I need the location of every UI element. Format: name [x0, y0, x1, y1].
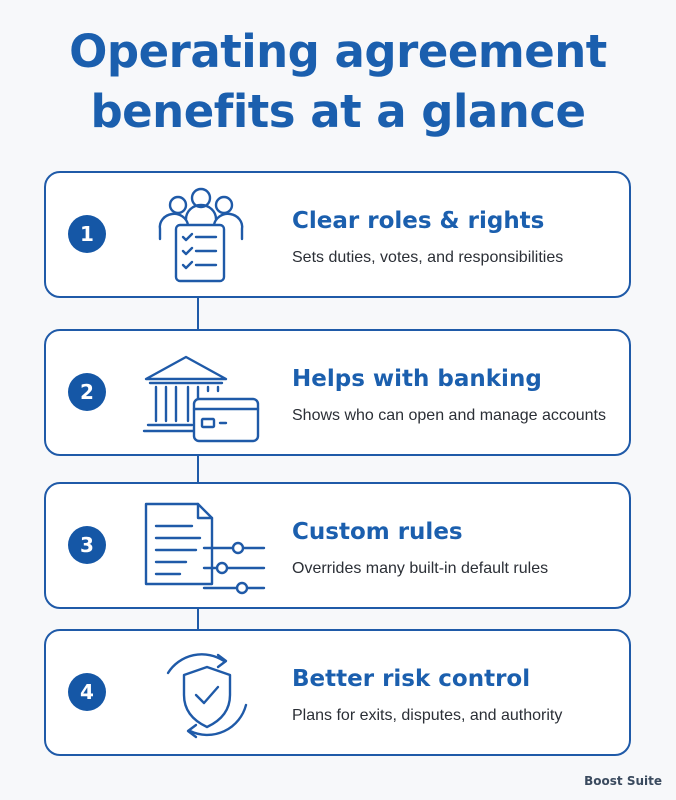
- benefit-card-1: 1 Clear roles & rights Sets duties, vote…: [44, 171, 631, 298]
- shield-check-icon: [138, 641, 278, 746]
- card-description: Sets duties, votes, and responsibilities: [292, 249, 564, 266]
- card-description: Shows who can open and manage accounts: [292, 407, 606, 424]
- benefit-card-4: 4 Better risk control Plans for exits, d…: [44, 629, 631, 756]
- step-number-badge: 3: [68, 526, 106, 564]
- page-title-line-2: benefits at a glance: [90, 85, 586, 138]
- connector-line: [197, 454, 199, 485]
- bank-card-icon: [138, 341, 278, 446]
- benefit-card-3: 3 Custom rules Overrides many built-in d…: [44, 482, 631, 609]
- page-title-line-1: Operating agreement: [69, 25, 607, 78]
- brand-watermark: Boost Suite: [584, 774, 662, 788]
- document-sliders-icon: [138, 494, 278, 599]
- page-title: Operating agreement benefits at a glance: [0, 22, 676, 142]
- connector-line: [197, 298, 199, 331]
- step-number-badge: 4: [68, 673, 106, 711]
- benefit-card-2: 2 Helps with banking Shows who can open …: [44, 329, 631, 456]
- connector-line: [197, 607, 199, 631]
- card-description: Plans for exits, disputes, and authority: [292, 707, 563, 724]
- card-title: Helps with banking: [292, 366, 542, 392]
- people-checklist-icon: [138, 183, 278, 288]
- step-number-badge: 2: [68, 373, 106, 411]
- card-description: Overrides many built-in default rules: [292, 560, 549, 577]
- step-number-badge: 1: [68, 215, 106, 253]
- card-title: Custom rules: [292, 519, 463, 545]
- card-title: Clear roles & rights: [292, 208, 545, 234]
- card-title: Better risk control: [292, 666, 531, 692]
